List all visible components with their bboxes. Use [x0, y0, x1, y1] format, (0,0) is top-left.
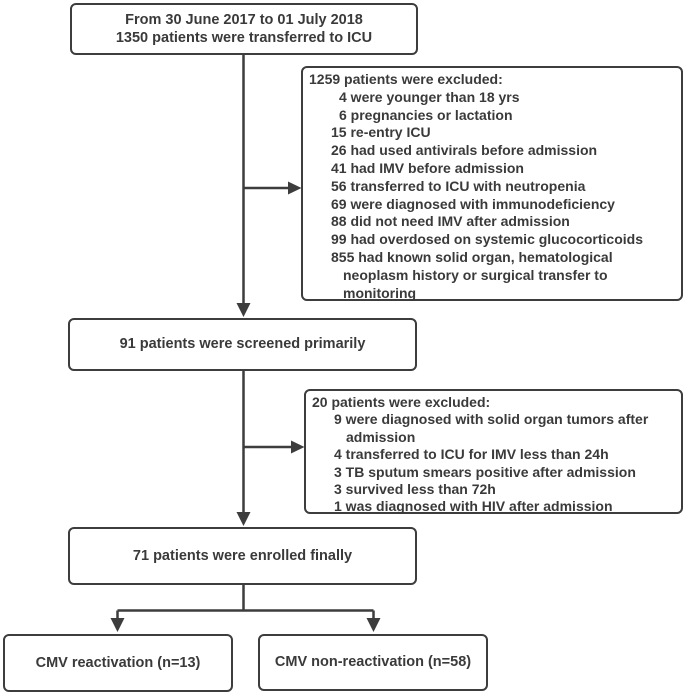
exclusion2-item: 3 TB sputum smears positive after admiss…: [334, 463, 636, 480]
exclusion1-item: 6 pregnancies or lactation: [339, 106, 513, 123]
screened-box: 91 patients were screened primarily: [68, 318, 417, 371]
exclusion1-item: 88 did not need IMV after admission: [331, 213, 570, 230]
exclusion2-item: 3 survived less than 72h: [334, 481, 496, 498]
arrowhead-down-icon: [236, 303, 251, 317]
arrowhead-right-icon: [288, 181, 302, 195]
arrowhead-down-icon: [236, 512, 251, 526]
exclusion1-item: 15 re-entry ICU: [331, 124, 431, 141]
exclusion1-title: 1259 patients were excluded:: [309, 71, 503, 87]
arrowhead-right-icon: [291, 440, 305, 454]
period-line-1: From 30 June 2017 to 01 July 2018: [125, 11, 363, 28]
exclusion1-item: 69 were diagnosed with immunodeficiency: [331, 195, 615, 212]
exclusion1-item: 4 were younger than 18 yrs: [339, 88, 520, 105]
exclusion1-item: 26 had used antivirals before admission: [331, 142, 598, 159]
arrowhead-down-icon: [366, 618, 381, 632]
exclusion2-item: 4 transferred to ICU for IMV less than 2…: [334, 446, 609, 463]
exclusion1-item: 99 had overdosed on systemic glucocortic…: [331, 231, 643, 248]
excluded-secondary-box: 20 patients were excluded: 9 were diagno…: [304, 389, 683, 514]
cmv-non-reactivation-label: CMV non-reactivation (n=58): [274, 654, 472, 671]
exclusion1-item: 41 had IMV before admission: [331, 159, 524, 176]
cmv-non-reactivation-box: CMV non-reactivation (n=58): [258, 634, 488, 691]
exclusion2-item: 9 were diagnosed with solid organ tumors…: [334, 411, 649, 445]
exclusion2-title: 20 patients were excluded:: [312, 394, 491, 410]
exclusion2-item: 1 was diagnosed with HIV after admission: [334, 498, 613, 515]
screened-label: 91 patients were screened primarily: [119, 336, 366, 353]
enrolled-label: 71 patients were enrolled finally: [132, 547, 353, 564]
excluded-primary-box: 1259 patients were excluded: 4 were youn…: [301, 66, 683, 301]
split-connector: [116, 585, 375, 620]
period-line-2: 1350 patients were transferred to ICU: [115, 30, 373, 46]
exclusion1-item: 855 had known solid organ, hematological…: [331, 248, 613, 301]
period-box: From 30 June 2017 to 01 July 2018 1350 p…: [70, 3, 418, 55]
arrowhead-down-icon: [110, 618, 125, 632]
cmv-reactivation-box: CMV reactivation (n=13): [3, 634, 233, 692]
enrolled-box: 71 patients were enrolled finally: [68, 527, 417, 585]
cmv-reactivation-label: CMV reactivation (n=13): [35, 654, 201, 671]
exclusion1-item: 56 transferred to ICU with neutropenia: [331, 177, 586, 194]
